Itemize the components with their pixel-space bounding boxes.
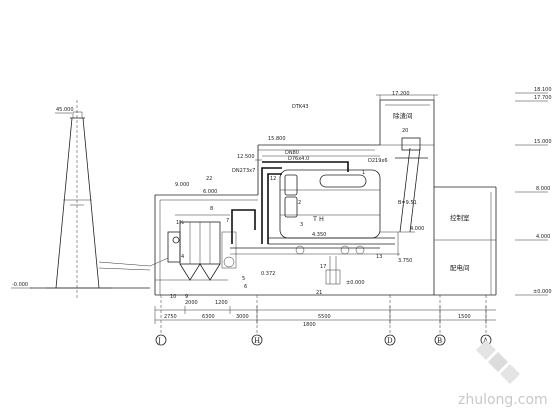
callout-13: 13	[376, 254, 382, 260]
dim-7: 1500	[458, 314, 471, 320]
dim-5: 1200	[215, 300, 228, 306]
callout-7: 7	[226, 218, 229, 224]
boiler	[268, 169, 395, 255]
level-15000: 15.000	[534, 139, 552, 145]
pipe-note-b951: B=9.51	[398, 200, 417, 206]
chimney-top-level: 45.000	[56, 107, 74, 113]
level-marks	[515, 92, 548, 296]
callout-9: 9	[185, 294, 188, 300]
elev-6000: 6.000	[203, 189, 217, 195]
callout-2: 2	[298, 200, 301, 206]
room-label-control: 控制室	[450, 213, 470, 222]
building-outline	[154, 94, 497, 296]
pipe-note-dn80: DN80	[285, 150, 299, 156]
level-8000: 8.000	[536, 186, 550, 192]
pipe-note-d76: D76x4.0	[288, 156, 309, 162]
callout-17: 17	[320, 264, 326, 270]
callout-1800: 1800	[303, 322, 316, 328]
axis-label-b: B	[437, 337, 442, 345]
elev-17200: 17.200	[392, 91, 410, 97]
elev-4350: 4.350	[312, 232, 326, 238]
dimension-lines	[154, 306, 496, 324]
axis-label-h: H	[254, 337, 260, 345]
dim-6: 5500	[318, 314, 331, 320]
pipe-note-dn273: DN273x7	[232, 168, 255, 174]
room-label-power: 配电间	[450, 263, 470, 272]
elev-3750: 3.750	[398, 258, 412, 264]
pipe-note-slope: 1%	[176, 220, 184, 226]
conveyor	[380, 137, 428, 233]
callout-12: 12	[270, 176, 276, 182]
watermark-text: zhulong.com	[458, 392, 548, 408]
watermark-logo	[476, 340, 520, 384]
elev-4000: 4.000	[410, 226, 424, 232]
chimney	[30, 100, 151, 300]
axis-label-j: J	[157, 337, 161, 345]
elev-ground: ±0.000	[346, 280, 365, 286]
callout-6: 6	[244, 284, 247, 290]
elev-12500: 12.500	[237, 154, 255, 160]
axis-label-d: D	[387, 337, 393, 345]
elev-0372: 0.372	[261, 271, 275, 277]
room-label-roof: 除渣间	[393, 111, 413, 120]
pipe-note-d219: D219x6	[368, 158, 388, 164]
pipework	[230, 155, 400, 285]
level-18100: 18.100	[534, 87, 552, 93]
callout-20: 20	[402, 128, 408, 134]
dust-collector	[149, 214, 237, 281]
level-4000: 4.000	[536, 234, 550, 240]
callout-22: 22	[206, 176, 212, 182]
boiler-label: T H	[312, 215, 324, 223]
chimney-base-level: -0.000	[12, 282, 28, 288]
dim-3: 3000	[236, 314, 249, 320]
dim-2: 6300	[202, 314, 215, 320]
callout-21: 21	[316, 290, 322, 296]
callout-3: 3	[300, 222, 303, 228]
title-mark: DTK43	[292, 104, 309, 110]
dim-1: 2750	[164, 314, 177, 320]
callout-8: 8	[210, 206, 213, 212]
level-0: ±0.000	[533, 289, 552, 295]
dim-4: 2000	[185, 300, 198, 306]
callout-4: 4	[181, 254, 184, 260]
level-17700: 17.700	[534, 95, 552, 101]
elev-9000: 9.000	[175, 182, 189, 188]
callout-1: 1	[362, 170, 365, 176]
elev-15800: 15.800	[268, 136, 286, 142]
callout-5: 5	[242, 276, 245, 282]
callout-10: 10	[170, 294, 176, 300]
